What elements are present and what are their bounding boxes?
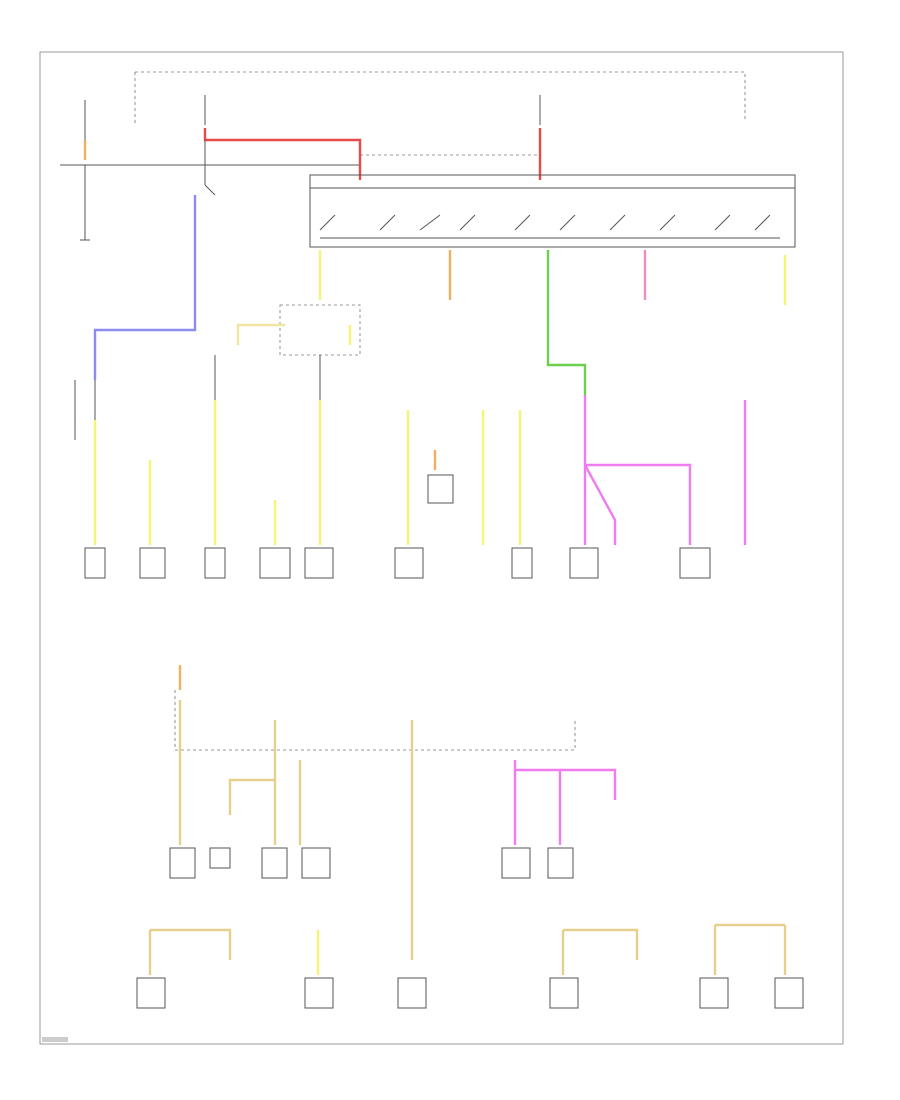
wire-blue <box>93 195 197 380</box>
connector-c6 <box>394 547 424 579</box>
relay-box <box>279 304 361 356</box>
diagram-frame <box>39 51 844 1045</box>
wire-green <box>546 250 587 395</box>
switch-assembly <box>309 174 796 248</box>
connector-c8 <box>569 547 599 579</box>
connector-c5 <box>304 547 334 579</box>
connector-c3 <box>204 547 226 579</box>
connector-c1 <box>84 547 106 579</box>
top-section <box>60 95 796 440</box>
lower-section <box>136 665 804 1009</box>
wire-red-feed <box>203 128 362 180</box>
connector-c10 <box>169 847 196 879</box>
connector-c7 <box>511 547 533 579</box>
corner-mark <box>42 1037 68 1042</box>
fuse-box-outline <box>134 71 746 125</box>
connector-c2 <box>139 547 166 579</box>
middle-section <box>84 395 747 579</box>
connector-c9 <box>679 547 711 579</box>
connector-c11 <box>261 847 288 879</box>
connector-c12 <box>301 847 331 879</box>
connector-c4 <box>259 547 291 579</box>
middle-connectors <box>84 547 711 579</box>
